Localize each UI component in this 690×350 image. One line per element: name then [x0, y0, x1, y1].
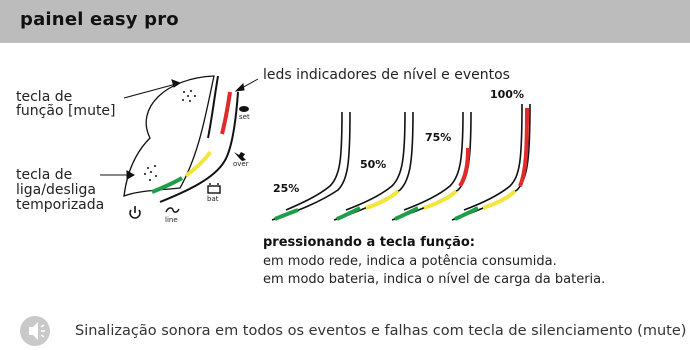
line-label: line: [165, 216, 178, 224]
header-bar: painel easy pro: [0, 0, 690, 43]
arrow-leds: [234, 78, 259, 92]
note-title: pressionando a tecla função:: [263, 235, 476, 250]
level-50: [333, 111, 414, 221]
level-25: [271, 111, 351, 221]
mute-key-dots: [182, 90, 196, 102]
power-label-line3: temporizada: [16, 197, 105, 213]
level-75-label: 75%: [425, 131, 452, 144]
footer-text: Sinalização sonora em todos os eventos e…: [75, 323, 687, 339]
speaker-icon: [20, 316, 50, 346]
page-title: painel easy pro: [20, 9, 179, 30]
leds-label: leds indicadores de nível e eventos: [263, 67, 510, 83]
level-25-label: 25%: [273, 182, 300, 195]
arrow-power: [100, 170, 136, 180]
power-label-line2: liga/desliga: [16, 182, 97, 198]
overload-icon: [234, 152, 246, 161]
panel-led-black-right: [159, 91, 239, 203]
power-label-line1: tecla de: [16, 167, 73, 183]
panel-led-red: [220, 91, 232, 135]
note-line2: em modo bateria, indica o nível de carga…: [263, 272, 606, 287]
battery-icon: [207, 183, 221, 194]
panel-led-green: [151, 176, 184, 194]
bat-label: bat: [207, 195, 219, 203]
panel-led-yellow: [184, 150, 212, 178]
set-icon: [239, 106, 249, 112]
level-100: [451, 103, 531, 221]
level-100-label: 100%: [490, 88, 524, 101]
set-label: set: [239, 113, 250, 121]
mute-label-line1: tecla de: [16, 89, 73, 105]
level-75: [391, 111, 472, 221]
panel-led-black-left: [207, 75, 219, 139]
line-icon: [165, 207, 180, 213]
power-icon: [129, 206, 141, 219]
level-50-label: 50%: [360, 158, 387, 171]
mute-label-line2: função [mute]: [16, 103, 116, 119]
function-key-outline: [123, 75, 215, 197]
over-label: over: [233, 160, 249, 168]
arrow-mute: [123, 79, 182, 99]
note-line1: em modo rede, indica a potência consumid…: [263, 254, 557, 269]
power-key-dots: [144, 165, 157, 181]
